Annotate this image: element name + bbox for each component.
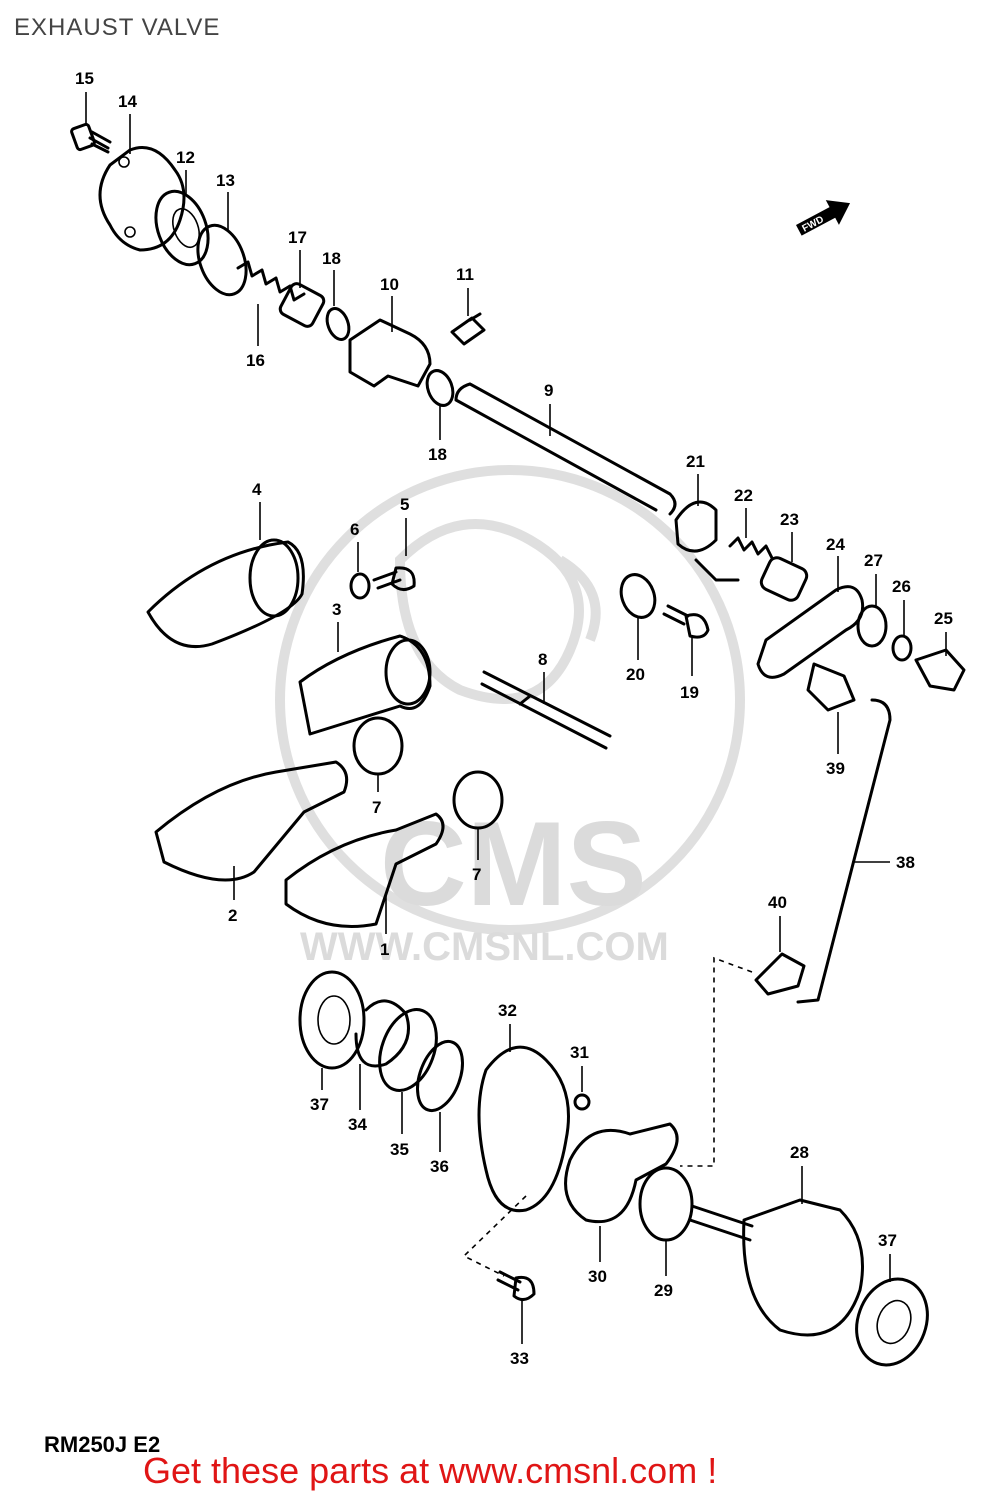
callout-28: 28 xyxy=(790,1143,809,1162)
model-code: RM250J E2 xyxy=(44,1432,161,1457)
part-28-gear-shaft xyxy=(688,1198,864,1337)
part-9-shaft xyxy=(454,382,677,516)
part-12-bearing xyxy=(154,189,210,267)
part-26-washer xyxy=(891,634,913,662)
callout-4: 4 xyxy=(252,480,262,499)
callout-9: 9 xyxy=(544,381,553,400)
callout-31: 31 xyxy=(570,1043,589,1062)
callout-17: 17 xyxy=(288,228,307,247)
callout-13: 13 xyxy=(216,171,235,190)
part-37-bearing-left xyxy=(298,970,366,1070)
watermark-url-text: WWW.CMSNL.COM xyxy=(300,925,669,969)
part-32-cover xyxy=(477,1045,570,1213)
part-10-fork xyxy=(348,318,432,388)
callout-18: 18 xyxy=(322,249,341,268)
callout-36: 36 xyxy=(430,1157,449,1176)
part-2-valve xyxy=(154,760,349,882)
callout-16: 16 xyxy=(246,351,265,370)
callout-3: 3 xyxy=(332,600,341,619)
part-36-gasket xyxy=(416,1039,464,1113)
part-39-joint xyxy=(806,662,856,712)
callout-1: 1 xyxy=(380,940,389,959)
part-34-circlip xyxy=(354,999,410,1068)
part-16-spring xyxy=(236,260,306,302)
footer-link-text[interactable]: Get these parts at www.cmsnl.com ! xyxy=(143,1450,718,1491)
part-25-bolt xyxy=(914,648,966,692)
callout-30: 30 xyxy=(588,1267,607,1286)
callout-7b: 7 xyxy=(472,865,481,884)
callout-18b: 18 xyxy=(428,445,447,464)
callout-6: 6 xyxy=(350,520,359,539)
callout-21: 21 xyxy=(686,452,705,471)
callout-33: 33 xyxy=(510,1349,529,1368)
part-31-ball xyxy=(573,1093,591,1111)
part-14-gasket xyxy=(98,146,186,252)
part-40-clip xyxy=(754,952,806,996)
part-6-washer xyxy=(349,572,371,600)
part-20-washer xyxy=(619,573,657,619)
callout-11: 11 xyxy=(456,265,474,284)
callout-8: 8 xyxy=(538,650,547,669)
part-38-rod xyxy=(796,698,892,1004)
callout-37a: 37 xyxy=(310,1095,329,1114)
callout-40: 40 xyxy=(768,893,787,912)
part-4-valve xyxy=(146,540,305,649)
callout-23: 23 xyxy=(780,510,799,529)
callout-22: 22 xyxy=(734,486,753,505)
watermark: CMS WWW.CMSNL.COM xyxy=(275,465,745,969)
callout-38: 38 xyxy=(896,853,915,872)
callout-29: 29 xyxy=(654,1281,673,1300)
part-18-bushing-lower xyxy=(425,369,455,407)
callout-19: 19 xyxy=(680,683,699,702)
part-19-screw xyxy=(662,604,710,639)
callout-10: 10 xyxy=(380,275,399,294)
part-17-collar xyxy=(278,282,326,328)
part-1-valve xyxy=(284,812,445,928)
part-3-valve xyxy=(298,634,432,736)
callout-24: 24 xyxy=(826,535,845,554)
callouts: 15 14 12 13 17 18 10 11 16 9 18 21 22 23… xyxy=(75,69,953,1368)
direction-badge-text: FWD xyxy=(800,214,825,234)
part-15-bolt xyxy=(70,122,112,154)
direction-arrow-icon: FWD xyxy=(796,200,851,236)
part-30-housing xyxy=(564,1122,679,1224)
part-24-lever xyxy=(756,585,865,679)
callout-34: 34 xyxy=(348,1115,367,1134)
callout-35: 35 xyxy=(390,1140,409,1159)
callout-15: 15 xyxy=(75,69,94,88)
part-21-plate xyxy=(674,500,740,582)
part-7-bushing-upper xyxy=(352,716,404,776)
callout-2: 2 xyxy=(228,906,237,925)
callout-37b: 37 xyxy=(878,1231,897,1250)
callout-20: 20 xyxy=(626,665,645,684)
part-27-washer xyxy=(856,604,888,648)
callout-12: 12 xyxy=(176,148,195,167)
part-37-bearing-right xyxy=(855,1277,929,1367)
connection-line-32-33 xyxy=(462,1195,527,1277)
callout-39: 39 xyxy=(826,759,845,778)
callout-5: 5 xyxy=(400,495,409,514)
part-22-spring xyxy=(728,536,774,560)
part-5-screw xyxy=(372,566,416,591)
part-18-bushing-top xyxy=(325,307,351,341)
part-8-rod xyxy=(480,670,612,750)
callout-25: 25 xyxy=(934,609,953,628)
callout-7a: 7 xyxy=(372,798,381,817)
connection-line-40-30 xyxy=(680,956,753,1167)
part-13-o-ring xyxy=(196,223,248,297)
callout-32: 32 xyxy=(498,1001,517,1020)
part-29-washer xyxy=(638,1166,694,1242)
watermark-logo-text: CMS xyxy=(380,797,647,931)
callout-14: 14 xyxy=(118,92,137,111)
callout-27: 27 xyxy=(864,551,883,570)
part-11-bolt xyxy=(450,312,486,346)
part-23-collar xyxy=(759,556,809,602)
callout-26: 26 xyxy=(892,577,911,596)
part-33-screw xyxy=(496,1270,536,1301)
page-title: EXHAUST VALVE xyxy=(14,14,221,41)
part-35-o-ring xyxy=(378,1008,438,1092)
